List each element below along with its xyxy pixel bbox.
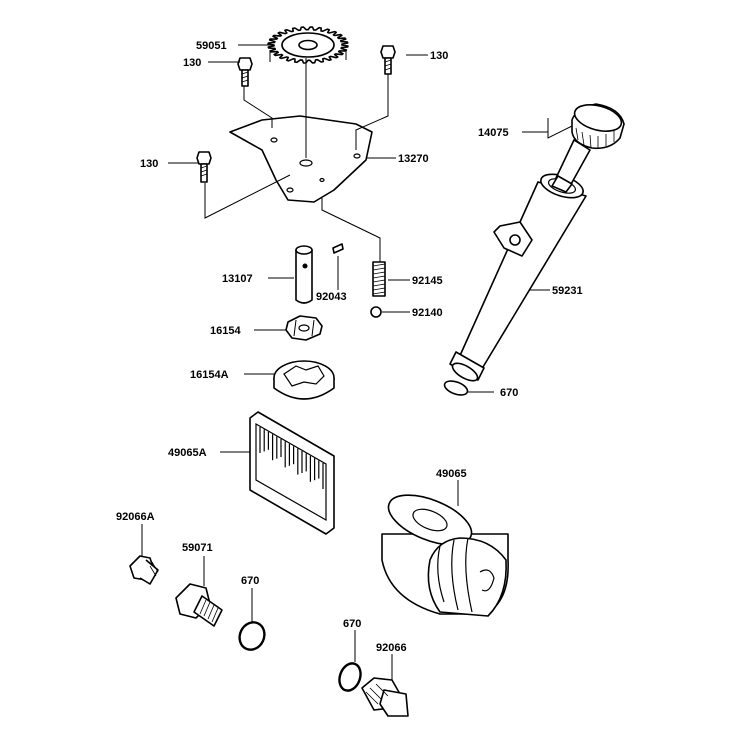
drain-plug-92066a [129,555,159,585]
inner-rotor [285,315,323,341]
pump-cover-plate [229,115,373,203]
drain-plug-92066 [361,677,409,717]
part-labels: 59051 130 130 130 13270 14075 13107 9204… [116,40,583,654]
label-670-left: 670 [241,575,259,587]
bolt-130-left [237,57,253,87]
outer-rotor [273,360,335,400]
label-130-mid: 130 [140,158,158,170]
filter-fitting [175,583,223,627]
o-ring-670-left [238,621,266,651]
label-59071: 59071 [182,542,213,554]
label-13107: 13107 [222,273,253,285]
label-92140: 92140 [412,307,443,319]
oil-filler-pipe [449,173,587,382]
oil-pump-gear [267,26,349,64]
label-16154: 16154 [210,325,241,337]
oil-strainer [249,411,335,535]
o-ring-670-top [443,380,469,396]
label-92066: 92066 [376,642,407,654]
label-59231: 59231 [552,285,583,297]
label-13270: 13270 [398,153,429,165]
label-670-top: 670 [500,387,518,399]
label-130-right: 130 [430,50,448,62]
label-49065a: 49065A [168,447,207,459]
leader-lines [141,44,573,680]
relief-spring [372,261,386,297]
bolt-130-right [380,45,396,75]
pin [332,243,344,254]
oil-filter-cartridge [381,494,509,617]
pump-shaft [295,245,313,304]
label-49065: 49065 [436,468,467,480]
label-92145: 92145 [412,275,443,287]
dipstick-cap [551,103,625,193]
o-ring-670-bottom [338,662,362,692]
label-59051: 59051 [196,40,227,52]
label-14075: 14075 [478,127,509,139]
label-92043: 92043 [316,291,347,303]
label-92066a: 92066A [116,511,155,523]
label-16154a: 16154A [190,369,229,381]
relief-ball [370,306,382,318]
label-670-bottom: 670 [343,618,361,630]
label-130-left: 130 [183,57,201,69]
bolt-130-mid [196,151,212,183]
